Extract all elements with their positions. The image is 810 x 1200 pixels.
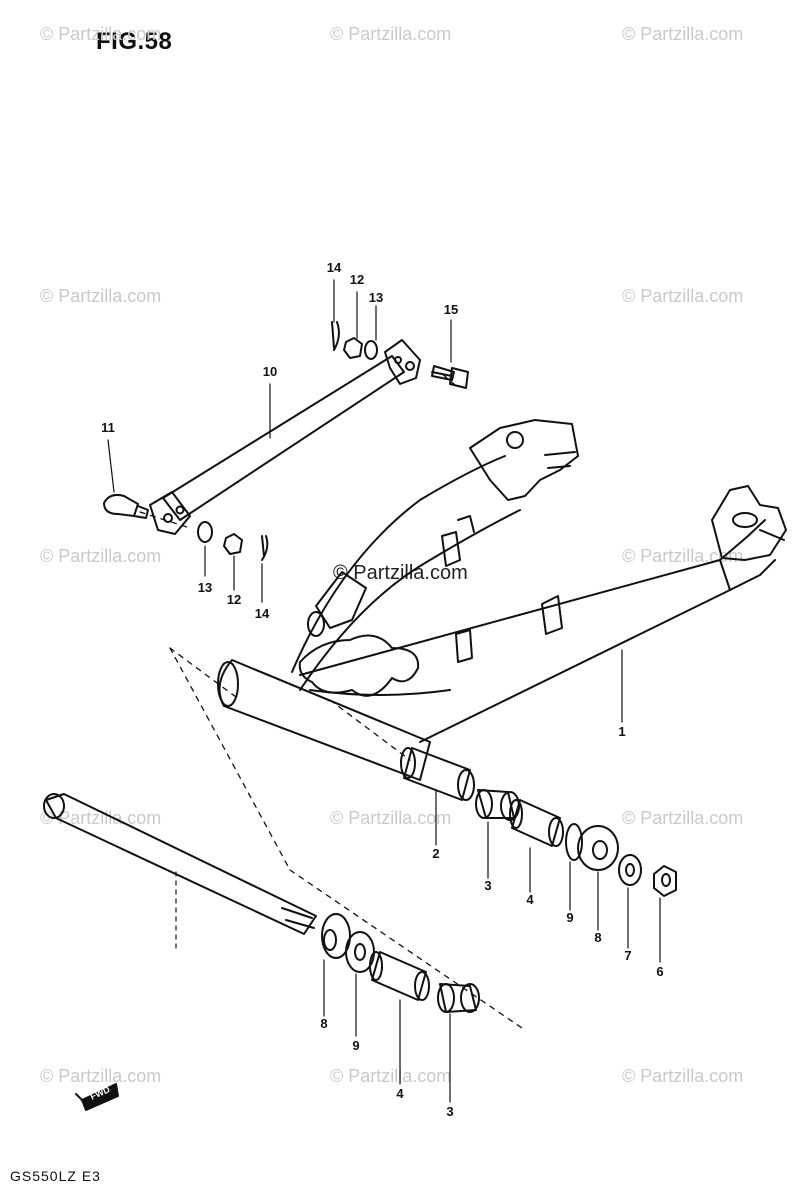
callout-4: 4 xyxy=(396,1086,404,1101)
bush-8-upper xyxy=(577,825,619,871)
washer-13-lower xyxy=(197,521,213,543)
figure-title: FIG.58 xyxy=(96,28,173,55)
nut-12-upper xyxy=(343,337,363,359)
bearing-3-lower xyxy=(437,983,480,1013)
callout-14: 14 xyxy=(254,606,270,621)
watermark: © Partzilla.com xyxy=(622,286,744,306)
washer-13-upper xyxy=(364,340,378,360)
callout-8: 8 xyxy=(320,1016,328,1031)
callout-12: 12 xyxy=(349,272,365,287)
watermark: © Partzilla.com xyxy=(330,1066,452,1086)
cotter-pin-14-upper xyxy=(331,321,340,351)
pin-11 xyxy=(103,493,149,519)
callout-6: 6 xyxy=(656,964,664,979)
callout-9: 9 xyxy=(566,910,574,925)
watermark: © Partzilla.com xyxy=(40,808,162,828)
callout-11: 11 xyxy=(101,420,115,435)
callout-14: 14 xyxy=(326,260,342,275)
callout-10: 10 xyxy=(262,364,278,379)
callout-8: 8 xyxy=(594,930,602,945)
callout-3: 3 xyxy=(446,1104,454,1119)
model-code: GS550LZ E3 xyxy=(10,1168,101,1184)
watermark: © Partzilla.com xyxy=(330,808,452,828)
callout-15: 15 xyxy=(443,302,459,317)
bolt-15 xyxy=(431,365,469,389)
callout-3: 3 xyxy=(484,878,492,893)
bush-8-lower xyxy=(321,913,351,959)
spacer-4-lower xyxy=(369,951,430,1001)
watermark: © Partzilla.com xyxy=(622,1066,744,1086)
torque-rod xyxy=(149,339,421,535)
callout-12: 12 xyxy=(226,592,242,607)
callout-13: 13 xyxy=(368,290,384,305)
callout-4: 4 xyxy=(526,892,534,907)
callout-2: 2 xyxy=(432,846,440,861)
pivot-bushing-2 xyxy=(400,747,475,801)
callout-1: 1 xyxy=(618,724,626,739)
swingarm xyxy=(217,419,787,781)
callout-13: 13 xyxy=(197,580,213,595)
washer-7 xyxy=(618,854,642,886)
nut-12-lower xyxy=(223,533,243,555)
watermark: © Partzilla.com xyxy=(40,546,162,566)
watermark: © Partzilla.com xyxy=(40,286,162,306)
washer-9-upper xyxy=(565,823,583,861)
spacer-4-upper xyxy=(509,799,564,847)
callout-9: 9 xyxy=(352,1038,360,1053)
watermark: © Partzilla.com xyxy=(622,808,744,828)
watermark: © Partzilla.com xyxy=(330,24,452,44)
bearing-3-upper xyxy=(475,789,520,821)
nut-6 xyxy=(653,865,677,897)
watermark-center: © Partzilla.com xyxy=(333,562,468,584)
leader-lines xyxy=(107,279,661,1103)
cotter-pin-14-lower xyxy=(261,535,269,561)
pivot-shaft xyxy=(43,793,317,935)
watermark: © Partzilla.com xyxy=(40,1066,162,1086)
watermark: © Partzilla.com xyxy=(622,24,744,44)
fwd-arrow-icon xyxy=(75,1083,119,1111)
callout-7: 7 xyxy=(624,948,632,963)
watermark: © Partzilla.com xyxy=(40,24,162,44)
